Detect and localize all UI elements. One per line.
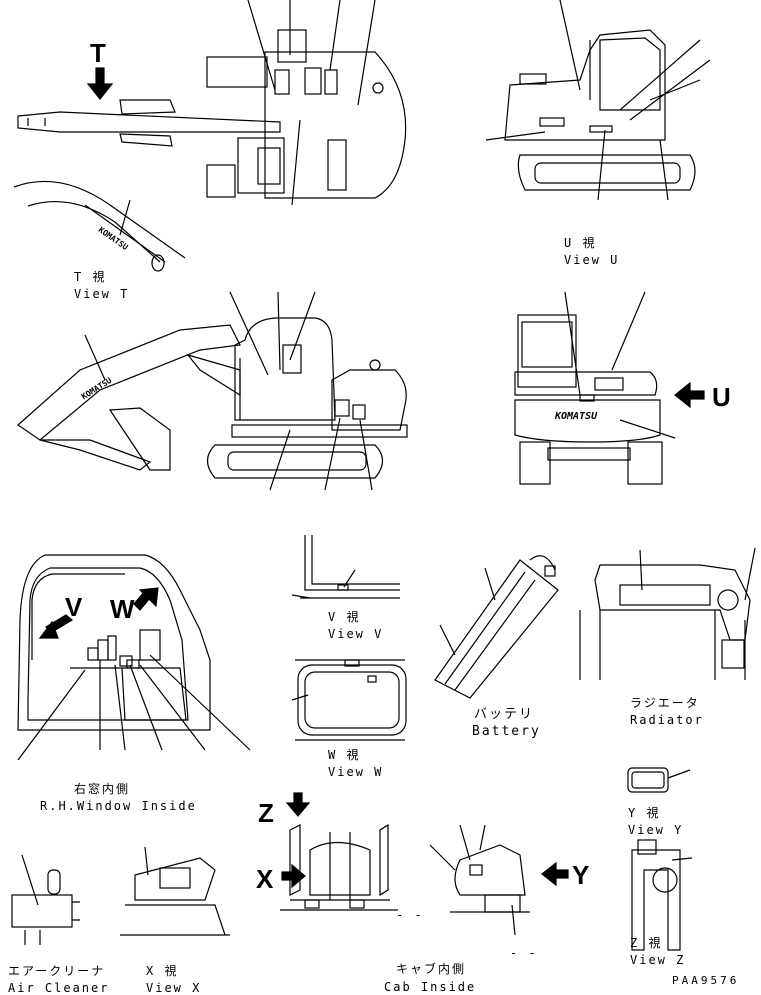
cab-inside-side-drawing bbox=[429, 824, 530, 936]
arrow-u bbox=[674, 381, 705, 409]
letter-v: V bbox=[65, 592, 83, 622]
view-z-jp: Z 視 bbox=[630, 936, 663, 950]
view-z-detail bbox=[631, 839, 693, 951]
arrow-x bbox=[281, 863, 306, 889]
view-v-en: View V bbox=[328, 627, 384, 641]
view-x-detail bbox=[120, 846, 230, 936]
view-y-jp: Y 視 bbox=[628, 806, 661, 820]
radiator-drawing bbox=[579, 547, 756, 680]
view-x-en: View X bbox=[146, 981, 202, 995]
view-t-en: View T bbox=[74, 287, 130, 301]
letter-t: T bbox=[90, 38, 106, 68]
view-w-en: View W bbox=[328, 765, 384, 779]
arrow-t bbox=[86, 67, 114, 100]
excavator-rear-view bbox=[514, 291, 676, 485]
view-v-jp: V 視 bbox=[328, 610, 361, 624]
excavator-side-view bbox=[17, 291, 408, 491]
boom-detail-view-t bbox=[13, 180, 186, 272]
arrow-z bbox=[285, 792, 311, 817]
cab-inside-caption-jp: キャブ内側 bbox=[396, 962, 467, 976]
view-w-detail bbox=[291, 659, 407, 741]
view-t-jp: T 視 bbox=[74, 270, 107, 284]
view-y-detail bbox=[627, 767, 691, 793]
brand-decal-rear: KOMATSU bbox=[555, 411, 598, 422]
view-w-jp: W 視 bbox=[328, 748, 361, 762]
dash-mark-2: - - bbox=[510, 946, 538, 960]
window-caption-en: R.H.Window Inside bbox=[40, 799, 197, 813]
arrow-v bbox=[38, 614, 74, 639]
drawing-code: PAA9576 bbox=[672, 974, 740, 987]
arrow-w bbox=[133, 587, 159, 611]
battery-drawing bbox=[434, 555, 559, 699]
view-x-jp: X 視 bbox=[146, 964, 179, 978]
letter-x: X bbox=[256, 864, 274, 894]
view-z-en: View Z bbox=[630, 953, 686, 967]
window-caption-jp: 右窓内側 bbox=[74, 782, 131, 796]
view-u-en: View U bbox=[564, 253, 620, 267]
view-y-en: View Y bbox=[628, 823, 684, 837]
arrow-y bbox=[541, 861, 569, 887]
letter-y: Y bbox=[572, 860, 590, 890]
cab-inside-caption-en: Cab Inside bbox=[384, 980, 477, 994]
rh-window-inside bbox=[17, 554, 251, 761]
dash-mark-1: - - bbox=[396, 908, 424, 922]
battery-caption-en: Battery bbox=[472, 724, 541, 739]
view-u-jp: U 視 bbox=[564, 236, 597, 250]
air-cleaner-caption-jp: エアークリーナ bbox=[8, 964, 106, 978]
air-cleaner-drawing bbox=[11, 854, 80, 945]
radiator-caption-en: Radiator bbox=[630, 713, 704, 727]
radiator-caption-jp: ラジエータ bbox=[630, 696, 700, 710]
excavator-top-view bbox=[17, 0, 407, 206]
letter-u: U bbox=[712, 382, 731, 412]
battery-caption-jp: バッテリ bbox=[474, 707, 535, 722]
cab-inside-drawing bbox=[280, 823, 398, 911]
air-cleaner-caption-en: Air Cleaner bbox=[8, 981, 110, 995]
view-v-detail bbox=[291, 535, 400, 599]
excavator-rear-side bbox=[485, 0, 711, 201]
letter-z: Z bbox=[258, 798, 274, 828]
letter-w: W bbox=[110, 594, 135, 624]
